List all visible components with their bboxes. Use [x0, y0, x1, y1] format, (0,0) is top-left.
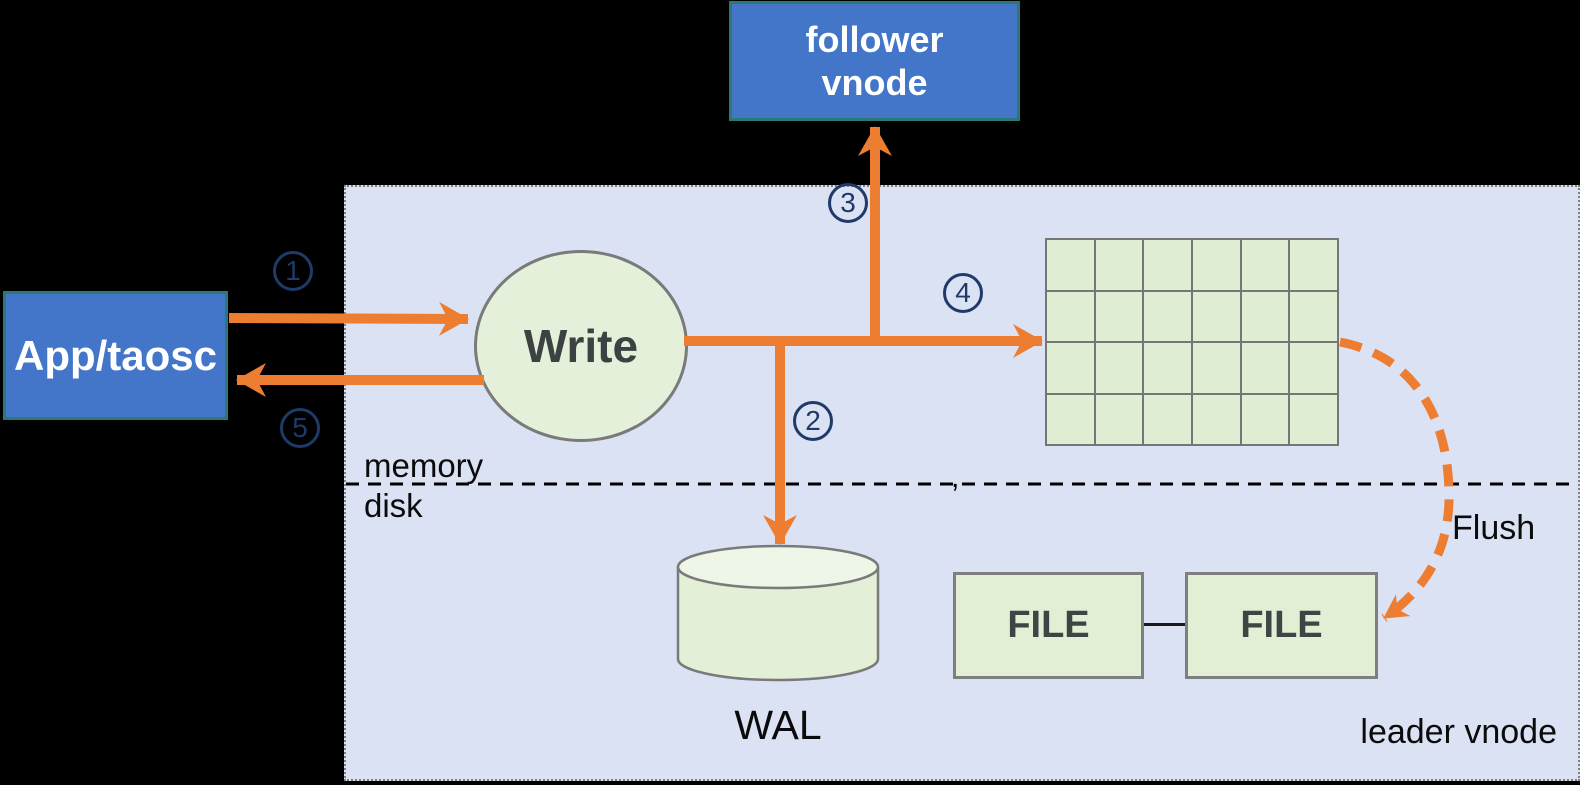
memtable-cell — [1047, 240, 1094, 290]
memtable-cell — [1144, 291, 1191, 341]
app-taosc-label: App/taosc — [13, 331, 218, 379]
memtable-cell — [1241, 343, 1289, 393]
file-box-2: FILE — [1185, 572, 1378, 679]
divider-comma-artifact: , — [951, 461, 960, 494]
memory-label: memory — [364, 447, 484, 484]
follower-vnode-label: follower vnode — [805, 19, 944, 103]
step-2-badge: 2 — [793, 401, 833, 441]
step-5-badge: 5 — [280, 408, 320, 448]
flush-label: Flush — [1452, 509, 1536, 547]
file-box-1: FILE — [953, 572, 1144, 679]
wal-cylinder — [676, 544, 880, 682]
memtable-cell — [1144, 394, 1191, 444]
memtable-cell — [1047, 343, 1094, 393]
step-4-badge: 4 — [943, 273, 983, 313]
wal-label: WAL — [734, 702, 822, 748]
follower-vnode-box: follower vnode — [729, 1, 1020, 121]
memtable-cell — [1144, 343, 1191, 393]
memtable-cell — [1290, 291, 1337, 341]
step-3-badge: 3 — [828, 183, 868, 223]
file-connector-line — [1143, 623, 1186, 626]
memtable-cell — [1290, 343, 1337, 393]
memtable-cell — [1290, 240, 1337, 290]
memtable-cell — [1095, 394, 1143, 444]
memtable-cell — [1193, 394, 1240, 444]
write-circle: Write — [474, 250, 688, 442]
memtable-cell — [1193, 343, 1240, 393]
file-1-label: FILE — [1007, 604, 1090, 646]
memtable-cell — [1193, 291, 1240, 341]
disk-label: disk — [364, 487, 423, 524]
memtable-grid — [1045, 238, 1339, 446]
app-taosc-box: App/taosc — [3, 291, 228, 420]
memtable-cell — [1290, 394, 1337, 444]
memtable-cell — [1144, 240, 1191, 290]
memtable-cell — [1241, 240, 1289, 290]
leader-vnode-label: leader vnode — [1360, 713, 1557, 751]
memtable-cell — [1095, 343, 1143, 393]
memtable-cell — [1047, 291, 1094, 341]
write-label: Write — [523, 320, 639, 372]
step-1-badge: 1 — [273, 251, 313, 291]
memtable-cell — [1241, 291, 1289, 341]
memtable-cell — [1241, 394, 1289, 444]
memtable-cell — [1047, 394, 1094, 444]
memtable-cell — [1193, 240, 1240, 290]
memtable-cell — [1095, 240, 1143, 290]
file-2-label: FILE — [1240, 604, 1323, 646]
memtable-cell — [1095, 291, 1143, 341]
